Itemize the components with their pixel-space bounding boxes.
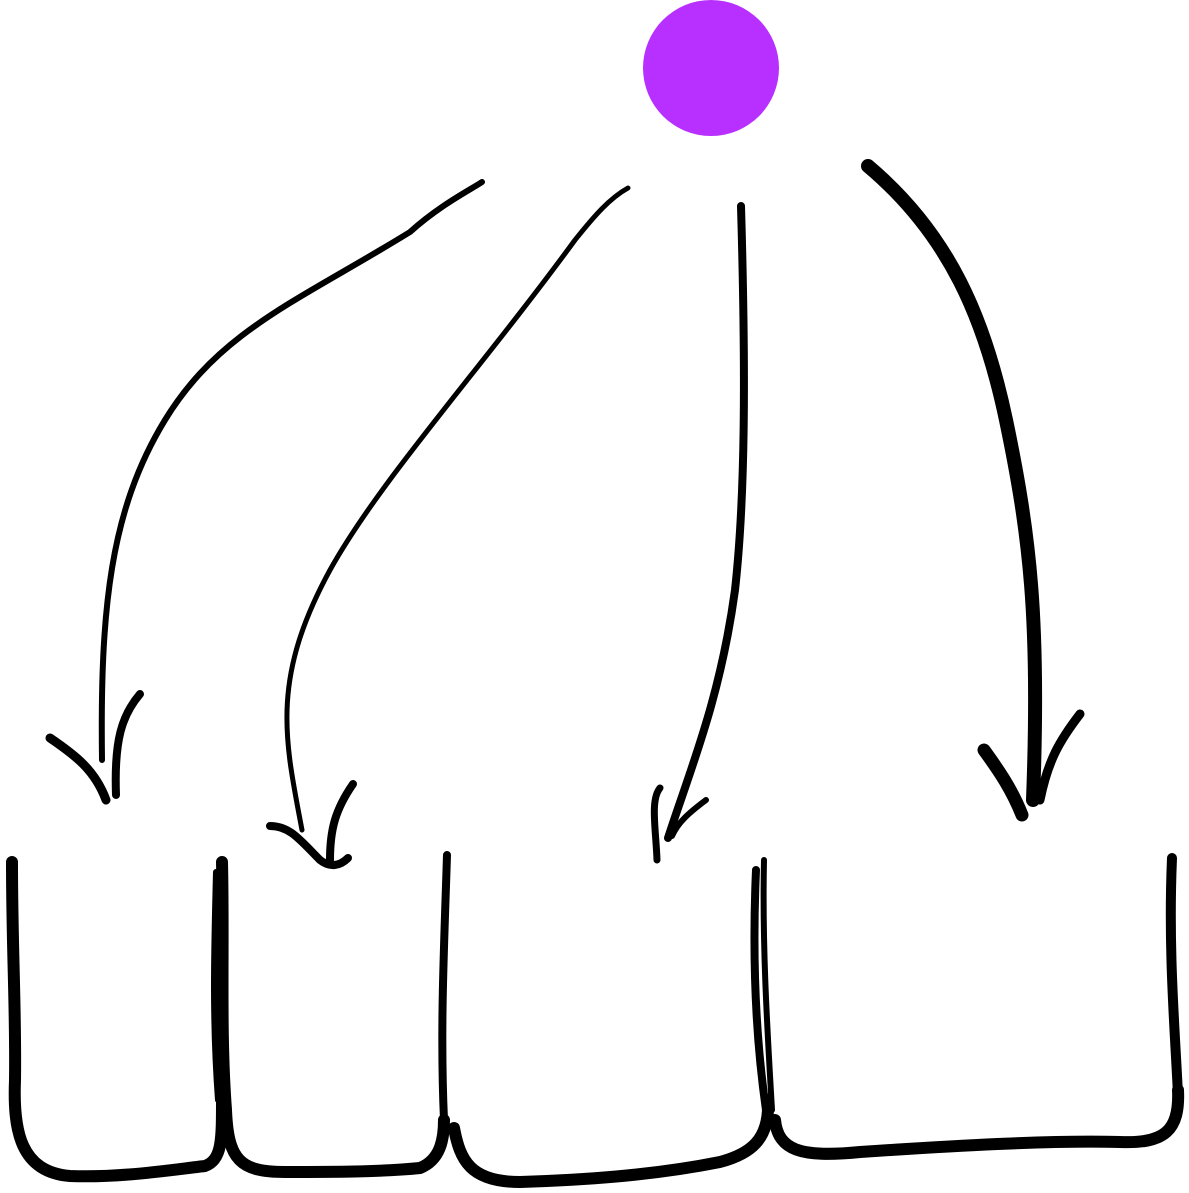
source-node-circle — [643, 0, 779, 136]
box-2 — [216, 851, 451, 1178]
box-1 — [6, 856, 228, 1183]
arrow-to-box-3 — [650, 202, 748, 864]
arrow-to-box-4 — [861, 159, 1085, 822]
arrow-to-box-2 — [266, 185, 631, 869]
box-3 — [448, 857, 775, 1188]
box-4 — [769, 853, 1185, 1160]
arrow-to-box-1 — [45, 179, 485, 805]
